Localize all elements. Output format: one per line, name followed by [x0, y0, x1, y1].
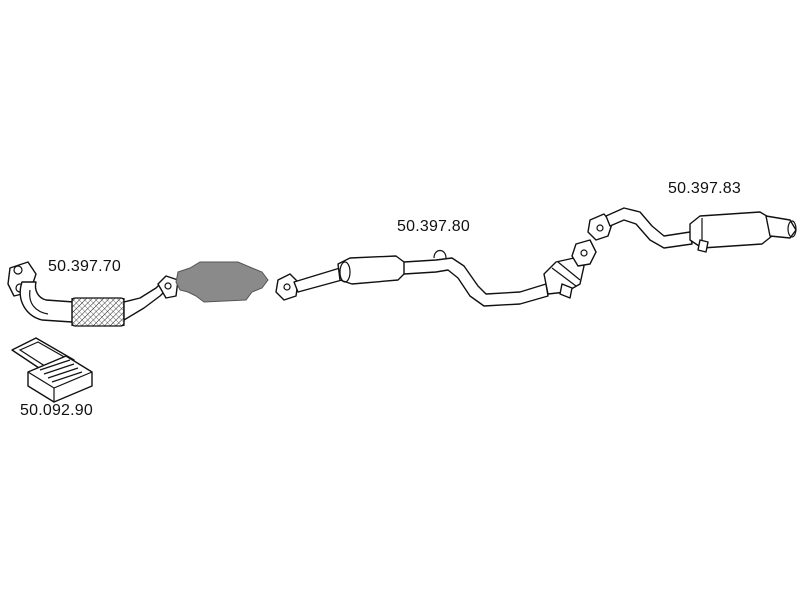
part-number-front-pipe: 50.397.70 — [48, 258, 121, 275]
part-number-middle-pipe: 50.397.80 — [397, 218, 470, 235]
rear-silencer-part — [587, 207, 797, 253]
middle-pipe-part — [275, 239, 597, 307]
part-number-rear-silencer: 50.397.83 — [668, 180, 741, 197]
catalytic-converter — [175, 261, 269, 303]
mounting-kit-box — [11, 337, 93, 403]
front-pipe-part — [7, 261, 179, 327]
part-number-mounting-kit: 50.092.90 — [20, 402, 93, 419]
